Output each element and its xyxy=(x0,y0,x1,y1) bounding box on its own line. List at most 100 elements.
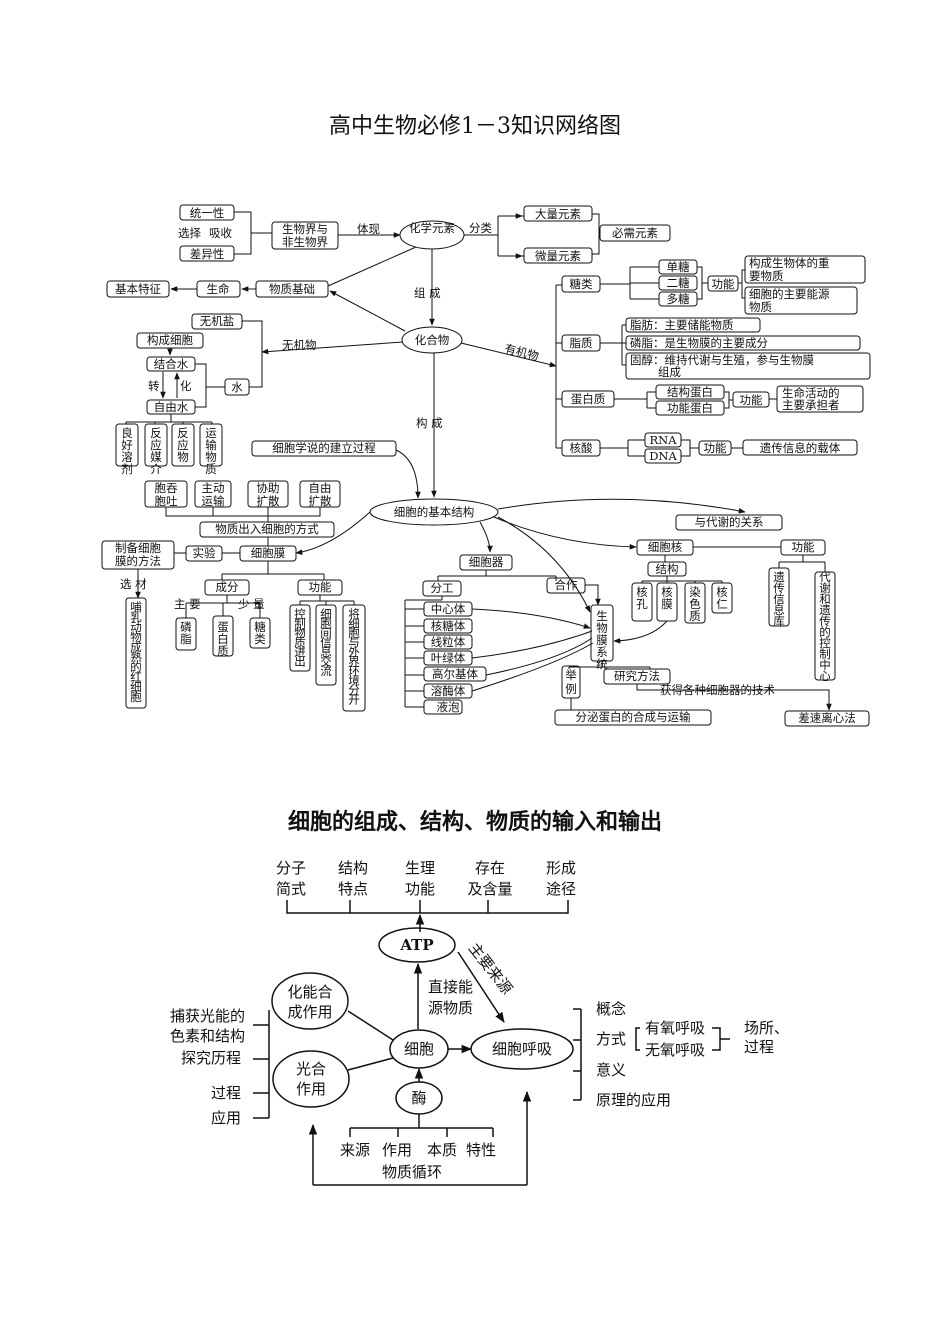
nucleus-functions-char: 息 xyxy=(773,603,785,617)
inorganic-salt-label: 无机盐 xyxy=(200,314,235,328)
protein-func-label: 功能 xyxy=(740,393,763,407)
enzyme-label: 酶 xyxy=(411,1089,426,1107)
nucleus-functions-char: 制 xyxy=(819,647,831,661)
bound-water-label: 结合水 xyxy=(154,357,189,371)
sugar-func-label: 功能 xyxy=(712,277,735,291)
component-items-char: 脂 xyxy=(180,632,192,646)
free-water-roles-char: 物 xyxy=(177,450,189,464)
biomembrane-label-char: 物 xyxy=(596,621,608,635)
sugar-func2-a: 细胞的主要能源 xyxy=(749,287,830,301)
free-water-roles-char: 好 xyxy=(121,438,133,452)
phospholipid-label: 磷脂：是生物膜的主要成分 xyxy=(630,336,768,350)
mammal-rbc-char: 动 xyxy=(130,620,142,634)
atp-item-line-2: 特点 xyxy=(338,880,368,898)
knowledge-map-2 xyxy=(253,900,730,1186)
example-label: 举例 xyxy=(565,668,577,696)
enzyme-item-3: 本质 xyxy=(427,1141,457,1159)
cell-theory-label: 细胞学说的建立过程 xyxy=(272,441,376,455)
nucleus-parts-char: 核 xyxy=(636,585,648,599)
world-label-2: 非生物界 xyxy=(282,235,328,249)
biomembrane-label-char: 膜 xyxy=(596,633,608,647)
atp-item-line-2: 途径 xyxy=(546,880,576,898)
transport-line-2: 扩散 xyxy=(257,494,280,508)
nucleus-functions-char: 遗 xyxy=(773,570,785,584)
di-label: 二糖 xyxy=(667,276,690,290)
atp-item-line-2: 简式 xyxy=(276,880,306,898)
respiration-label: 细胞呼吸 xyxy=(492,1040,552,1058)
transport-line-1: 胞吞 xyxy=(155,481,178,495)
resp-right-3: 意义 xyxy=(596,1061,626,1079)
mammal-rbc-char: 熟 xyxy=(130,650,142,664)
transport-line-1: 协助 xyxy=(257,481,280,495)
mammal-rbc-char: 胞 xyxy=(130,690,142,704)
secretory-label: 分泌蛋白的合成与运输 xyxy=(576,710,691,724)
example-label-char: 例 xyxy=(565,682,577,696)
experiment-label: 实验 xyxy=(193,546,216,560)
anaerobic-label: 无氧呼吸 xyxy=(645,1041,705,1059)
nucleus-functions-char: 的 xyxy=(819,625,831,639)
edge-tixian: 体现 xyxy=(357,222,380,236)
photo-left-3: 探究历程 xyxy=(181,1049,241,1067)
organelle-item: 中心体 xyxy=(431,602,466,616)
photosynthesis-a: 光合 xyxy=(296,1060,326,1078)
place-a: 场所、 xyxy=(744,1019,789,1037)
nucleus-functions-char: 传 xyxy=(773,581,785,595)
protein-func-a: 生命活动的 xyxy=(782,386,840,400)
select-label: 选择 xyxy=(178,226,201,240)
aerobic-label: 有氧呼吸 xyxy=(645,1019,705,1037)
sterol-label-1: 固醇：维持代谢与生殖，参与生物膜 xyxy=(630,353,814,367)
atp-item-line-1: 结构 xyxy=(338,859,368,877)
life-label: 生命 xyxy=(207,282,230,296)
xuancai-label: 选 材 xyxy=(120,577,147,591)
organelle-item: 线粒体 xyxy=(431,635,466,649)
components-label: 成分 xyxy=(216,580,239,594)
nucleic-func-text: 遗传信息的载体 xyxy=(760,441,841,455)
biomembrane-label-char: 统 xyxy=(596,657,608,671)
nucleus-parts-char: 膜 xyxy=(661,597,673,611)
absorb-label: 吸收 xyxy=(209,226,232,240)
chemosynthesis-a: 化能合 xyxy=(287,983,332,1001)
free-water-roles-char: 应 xyxy=(150,438,162,452)
free-water-roles-char: 媒 xyxy=(150,450,162,464)
nucleus-parts-char: 色 xyxy=(689,597,701,611)
free-water-roles-char: 剂 xyxy=(121,462,133,476)
metabolism-label: 与代谢的关系 xyxy=(695,515,764,529)
nucleus-parts-char: 核 xyxy=(661,585,673,599)
atp-item-line-2: 及含量 xyxy=(467,880,512,898)
mammal-rbc-char: 的 xyxy=(130,660,142,674)
prep-method-a: 制备细胞 xyxy=(115,541,161,555)
component-items-char: 磷 xyxy=(180,620,192,634)
resp-right-1: 概念 xyxy=(596,1000,626,1018)
chemosynthesis-b: 成作用 xyxy=(287,1003,332,1021)
membrane-functions-char: 交 xyxy=(320,655,332,669)
membrane-functions-char: 将 xyxy=(348,607,360,621)
sterol-label-2: 组成 xyxy=(658,365,681,379)
nucleic-func-label: 功能 xyxy=(704,441,727,455)
transport-line-2: 运输 xyxy=(202,494,225,508)
atp-item-line-1: 生理 xyxy=(405,859,435,877)
atp-item-line-1: 分子 xyxy=(276,859,306,877)
division-label: 分工 xyxy=(431,581,454,595)
water-label: 水 xyxy=(231,380,243,394)
nucleus-label: 细胞核 xyxy=(648,540,683,554)
nucleus-functions-char: 遗 xyxy=(819,603,831,617)
organelle-item: 液泡 xyxy=(437,700,460,714)
membrane-functions-char: 信 xyxy=(320,636,332,650)
sugar-func1-b: 要物质 xyxy=(749,269,784,283)
membrane-functions-char: 境 xyxy=(348,674,360,688)
compound-label: 化合物 xyxy=(415,333,450,347)
membrane-functions-char: 界 xyxy=(348,655,360,669)
organelle-item: 溶酶体 xyxy=(431,684,466,698)
prep-method-b: 膜的方法 xyxy=(115,554,161,568)
chem-element-label: 化学元素 xyxy=(409,221,455,235)
place-b: 过程 xyxy=(744,1038,774,1056)
zhuan-label: 转 xyxy=(148,379,160,393)
mammal-rbc-char: 红 xyxy=(130,670,142,684)
research-label: 研究方法 xyxy=(614,669,660,683)
